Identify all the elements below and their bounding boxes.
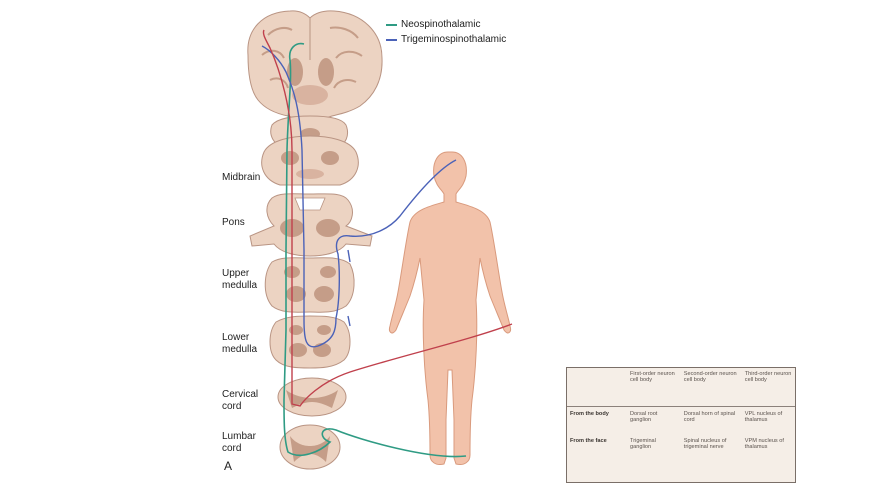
label-cervical-cord: Cervical cord (222, 389, 258, 413)
label-line: medulla (222, 280, 258, 291)
label-lumbar-cord: Lumbar cord (222, 431, 256, 455)
label-line: medulla (222, 344, 258, 355)
table-cell: Trigeminal ganglion (630, 438, 656, 451)
table-header-cell: Second-order neuron cell body (680, 368, 742, 407)
cervical-cord-section (277, 377, 347, 417)
lumbar-cord-section (279, 424, 341, 470)
label-line: cord (222, 443, 242, 454)
table-header-cell (567, 368, 627, 407)
neuron-cell-body-table: First-order neuron cell body Second-orde… (566, 367, 796, 483)
brain-coronal-section (247, 10, 383, 121)
red-path (262, 29, 513, 407)
table-cell: Dorsal root ganglion (630, 411, 658, 424)
trigeminal-descending-path (347, 249, 351, 327)
midbrain-section (261, 135, 359, 186)
label-lower-medulla: Lower medulla (222, 332, 257, 356)
table-header-row: First-order neuron cell body Second-orde… (567, 368, 795, 407)
legend-label: Neospinothalamic (401, 18, 481, 30)
legend: Neospinothalamic Trigeminospinothalamic (386, 17, 506, 47)
label-line: cord (222, 401, 242, 412)
legend-item-trigeminospinothalamic: Trigeminospinothalamic (386, 32, 506, 47)
panel-letter: A (224, 459, 233, 473)
table-header-cell: First-order neuron cell body (627, 368, 681, 407)
legend-swatch-trigeminospinothalamic (386, 38, 397, 41)
table: First-order neuron cell body Second-orde… (567, 368, 795, 465)
label-line: Lower (222, 332, 250, 343)
label-line: Lumbar (222, 431, 256, 442)
table-cell: VPL nucleus of thalamus (744, 411, 783, 424)
label-line: Upper (222, 268, 250, 279)
pons-section (249, 193, 373, 257)
table-cell: VPM nucleus of thalamus (744, 438, 784, 451)
label-line: Cervical (222, 389, 259, 400)
row-label: From the face (570, 438, 607, 444)
legend-swatch-neospinothalamic (386, 23, 397, 26)
trigeminospinothalamic-path (261, 45, 457, 348)
lower-medulla-section (269, 315, 351, 369)
table-header-cell: Third-order neuron cell body (741, 368, 795, 407)
label-upper-medulla: Upper medulla (222, 268, 257, 292)
upper-medulla-section (264, 257, 355, 313)
table-cell: Spinal nucleus of trigeminal nerve (683, 438, 727, 451)
legend-label: Trigeminospinothalamic (401, 33, 507, 45)
table-row: From the body Dorsal root ganglion Dorsa… (567, 407, 795, 435)
legend-item-neospinothalamic: Neospinothalamic (386, 17, 506, 32)
table-cell: Dorsal horn of spinal cord (683, 411, 736, 424)
neospinothalamic-path (283, 42, 467, 458)
label-pons: Pons (222, 217, 245, 228)
table-row: From the face Trigeminal ganglion Spinal… (567, 434, 795, 465)
row-label: From the body (570, 411, 609, 417)
human-body-figure (389, 151, 511, 465)
label-midbrain: Midbrain (222, 172, 261, 183)
